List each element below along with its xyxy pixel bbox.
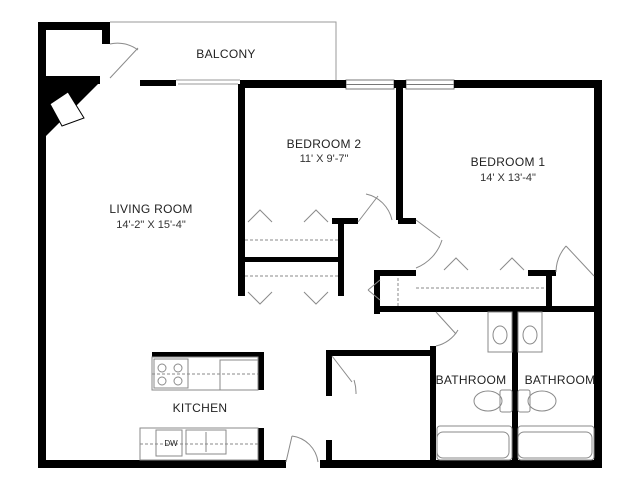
exterior-wall-right-lower — [594, 276, 602, 468]
bedroom2-label: BEDROOM 2 — [287, 137, 362, 151]
closets — [245, 209, 546, 306]
living-room-dimensions: 14'-2" X 15'-4" — [116, 219, 186, 231]
bedroom1-dimensions: 14' X 13'-4" — [480, 172, 536, 184]
utility-door — [331, 355, 357, 395]
toilet-right-tank — [517, 389, 531, 413]
exterior-wall-top-bedroom2 — [240, 80, 346, 88]
wall-utility-lower — [326, 440, 332, 466]
bathtub-left — [436, 425, 513, 461]
dishwasher-label: DW — [164, 439, 178, 448]
bathtub-right — [517, 425, 595, 461]
bathroom-right-label: BATHROOM — [525, 373, 596, 387]
wall-bedroom1-bottom-right — [528, 270, 556, 276]
toilet-left-bowl — [473, 390, 503, 412]
vanity-right — [517, 311, 543, 353]
wall-bedroom2-left — [238, 84, 245, 296]
wall-kitchen-upper — [152, 352, 264, 357]
kitchen-label: KITCHEN — [173, 401, 228, 415]
bathroom-left-door — [435, 311, 459, 347]
bedroom1-door — [415, 219, 443, 269]
bathroom-fixtures — [436, 311, 595, 461]
wall-hall-closet-left — [374, 270, 380, 314]
bathroom-left-label: BATHROOM — [436, 373, 507, 387]
exterior-wall-closet-right — [102, 22, 110, 44]
bedroom1-label: BEDROOM 1 — [471, 155, 546, 169]
walls — [38, 22, 602, 468]
wall-kitchen-utility-left — [326, 350, 332, 396]
exterior-wall-top-bedroom1 — [454, 80, 602, 88]
bedroom1-closet-right-door — [555, 245, 595, 277]
exterior-wall-bottom-right — [320, 460, 602, 468]
vanity-left — [487, 311, 513, 353]
balcony-closet-door — [109, 42, 139, 79]
living-room-label: LIVING ROOM — [109, 202, 192, 216]
exterior-wall-top-left — [38, 76, 100, 84]
wall-closet-right — [546, 270, 552, 310]
toilet-right-bowl — [527, 390, 557, 412]
dishwasher — [155, 429, 183, 457]
wall-kitchen-lower-end — [258, 428, 264, 464]
exterior-wall-left — [38, 22, 46, 468]
wall-bedroom2-door-post — [338, 218, 344, 296]
entry-door — [285, 435, 319, 463]
wall-kitchen-utility-top — [326, 350, 436, 356]
wall-kitchen-upper-end — [258, 352, 264, 390]
wall-bath-left — [430, 346, 436, 464]
bedroom2-door — [357, 193, 393, 223]
kitchen-fixtures — [139, 356, 259, 461]
wall-bedroom1-bottom-left — [374, 270, 416, 276]
balcony-label: BALCONY — [196, 47, 255, 61]
fireplace — [46, 84, 98, 136]
wall-closet-mid — [240, 257, 340, 262]
exterior-wall-bottom-left — [38, 460, 286, 468]
balcony-outline — [110, 21, 337, 85]
exterior-wall-right-upper — [594, 80, 602, 276]
refrigerator — [219, 359, 259, 391]
hall-closet-door — [367, 279, 381, 301]
exterior-wall-top-left-closet — [38, 22, 110, 30]
exterior-wall-top-mid — [140, 80, 176, 86]
doors — [109, 42, 595, 463]
wall-bathroom-top — [460, 306, 598, 312]
wall-bedroom2-bottom — [332, 218, 358, 224]
wall-bath-divider — [512, 308, 518, 464]
kitchen-sink — [185, 429, 227, 455]
wall-bedroom-divider — [396, 84, 403, 220]
toilet-left-tank — [499, 389, 513, 413]
bedroom2-dimensions: 11' X 9'-7" — [300, 153, 349, 165]
wall-hall-stub — [398, 218, 416, 224]
